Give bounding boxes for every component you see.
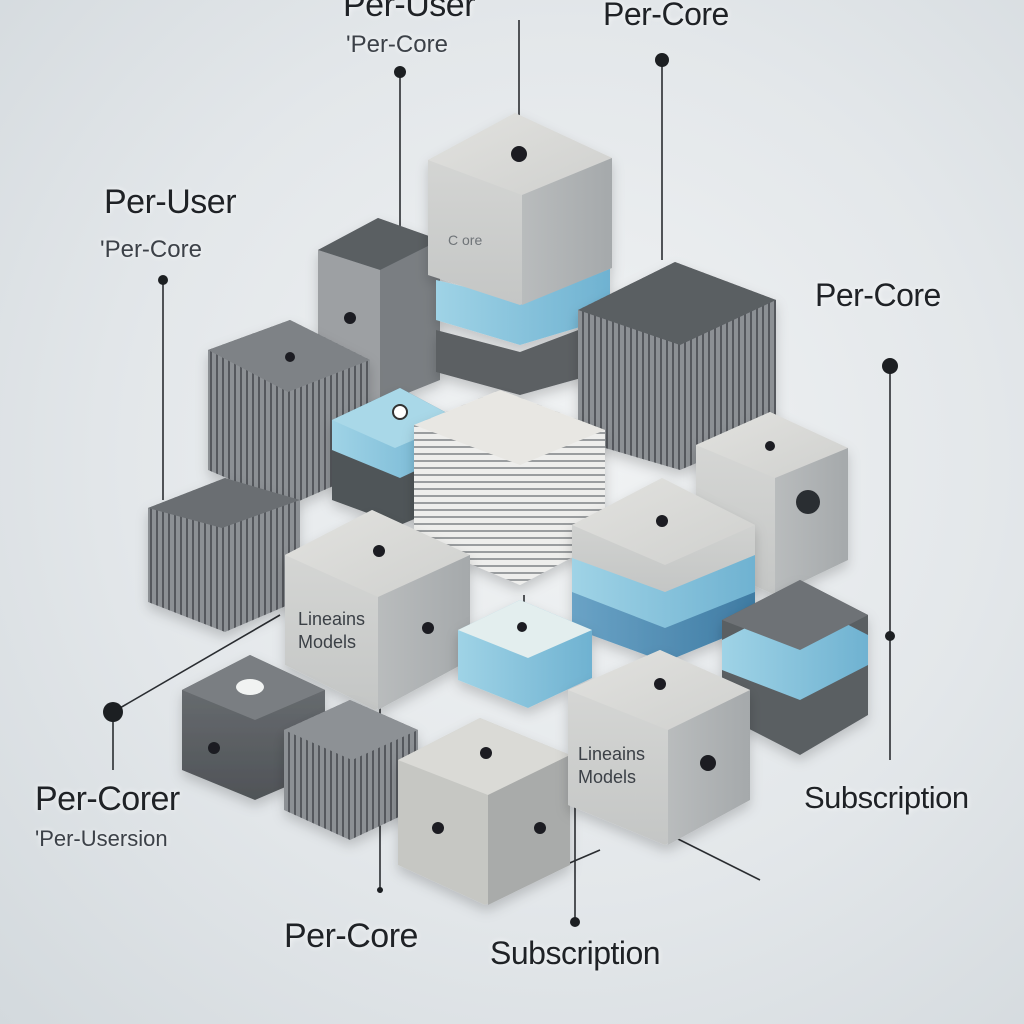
tall-textured-cube: [578, 262, 776, 470]
licensing-models-cube-left: [285, 510, 470, 710]
label-bottom-left-sub: 'Per-Usersion: [35, 826, 168, 851]
label-top-center-sub: 'Per-Core: [346, 31, 448, 58]
licensing-models-cube-right: [568, 650, 750, 845]
bottom-striped-block: [284, 700, 418, 840]
right-dark-stack: [722, 580, 868, 755]
label-left-title: Per-User: [104, 183, 237, 221]
striped-block-lower-left: [148, 478, 300, 632]
top-core-cube: [428, 113, 612, 395]
layered-paper-block: [414, 390, 605, 585]
bottom-center-cube: [398, 718, 570, 905]
label-bottom-left-title: Per-Corer: [35, 780, 180, 818]
label-left-sub: 'Per-Core: [100, 236, 202, 263]
label-right-bottom-title: Subscription: [804, 780, 969, 815]
left-cube-text-line1: Lineains: [298, 609, 365, 629]
striped-block-upper-left: [208, 320, 370, 505]
right-cube-text-line1: Lineains: [578, 744, 645, 764]
label-bottom-center-right-title: Subscription: [490, 935, 661, 971]
blue-layered-cube: [572, 478, 755, 662]
right-cube-text-line2: Models: [578, 767, 636, 787]
label-right-title: Per-Core: [815, 277, 941, 313]
connector-endpoints: [103, 53, 898, 927]
label-top-right-title: Per-Core: [603, 0, 729, 32]
label-bottom-center-title: Per-Core: [284, 917, 418, 955]
label-top-center-title: Per-User: [343, 0, 476, 24]
top-cube-text: C ore: [448, 232, 482, 248]
small-blue-slab: [458, 600, 592, 708]
left-cube-text-line2: Models: [298, 632, 356, 652]
